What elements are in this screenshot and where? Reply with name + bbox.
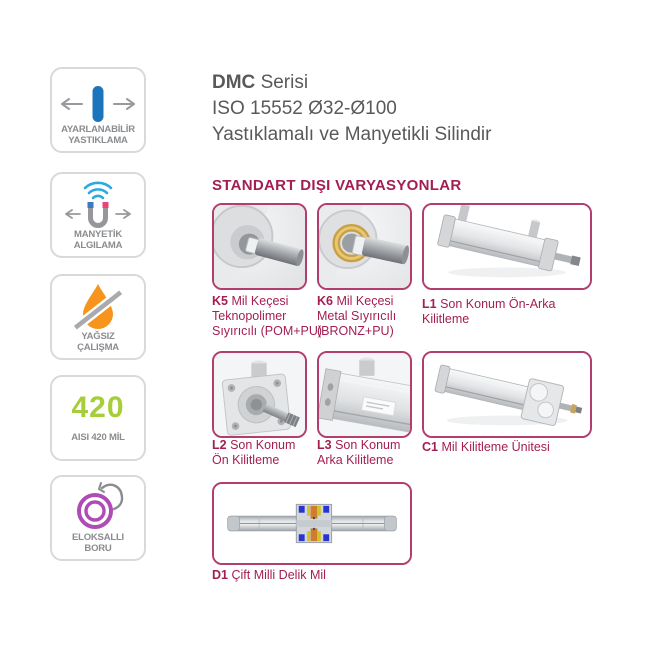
adjustable-cushioning-icon — [52, 75, 144, 138]
l1-product-image — [424, 205, 590, 288]
caption-l3: L3 Son Konum Arka Kilitleme — [317, 438, 401, 467]
feature-anodized-tube: ELOKSALLI BORU — [50, 475, 146, 561]
variation-card-k5 — [212, 203, 307, 290]
aisi-420-shaft: 420 — [71, 391, 125, 424]
c1-product-image — [424, 353, 590, 436]
k5-product-image — [214, 205, 305, 288]
variation-card-c1 — [422, 351, 592, 438]
feature-adjustable-cushioning: AYARLANABİLİR YASTIKLAMA — [50, 67, 146, 153]
feature-label: YAĞSIZ ÇALIŞMA — [77, 331, 119, 353]
brand-name: DMC — [212, 72, 256, 93]
variation-card-l2 — [212, 351, 307, 438]
feature-label: AISI 420 MİL — [71, 432, 125, 443]
k6-product-image — [319, 205, 410, 288]
caption-k5: K5 Mil Keçesi Teknopolimer Sıyırıcılı (P… — [212, 294, 323, 338]
series-title: DMC Serisi — [212, 72, 309, 93]
section-title: STANDART DIŞI VARYASYONLAR — [212, 177, 462, 194]
page-header: DMC Serisi ISO 15552 Ø32-Ø100 Yastıklama… — [212, 70, 491, 148]
oil-free-icon — [52, 280, 144, 341]
l2-product-image — [214, 353, 305, 436]
d1-product-image — [214, 484, 410, 563]
caption-d1: D1 Çift Milli Delik Mil — [212, 568, 326, 582]
variation-card-l1 — [422, 203, 592, 290]
feature-label: AYARLANABİLİR YASTIKLAMA — [61, 124, 135, 146]
feature-aisi-420: 420 AISI 420 MİL — [50, 375, 146, 461]
caption-l1: L1 Son Konum Ön-Arka Kilitleme — [422, 297, 556, 326]
series-description: Yastıklamalı ve Manyetikli Silindir — [212, 124, 492, 145]
caption-c1: C1 Mil Kilitleme Ünitesi — [422, 440, 550, 454]
caption-l2: L2 Son Konum Ön Kilitleme — [212, 438, 296, 467]
caption-k6: K6 Mil Keçesi Metal Sıyırıcılı (BRONZ+PU… — [317, 294, 397, 338]
feature-label: MANYETİK ALGILAMA — [73, 229, 123, 251]
variation-card-k6 — [317, 203, 412, 290]
feature-oil-free: YAĞSIZ ÇALIŞMA — [50, 274, 146, 360]
anodized-tube-icon — [52, 479, 144, 542]
iso-spec: ISO 15552 Ø32-Ø100 — [212, 98, 397, 119]
feature-magnetic-sensing: MANYETİK ALGILAMA — [50, 172, 146, 258]
magnetic-sensing-icon — [52, 178, 144, 239]
variation-card-d1 — [212, 482, 412, 565]
l3-product-image — [319, 353, 410, 436]
feature-label: ELOKSALLI BORU — [71, 532, 125, 554]
variation-card-l3 — [317, 351, 412, 438]
